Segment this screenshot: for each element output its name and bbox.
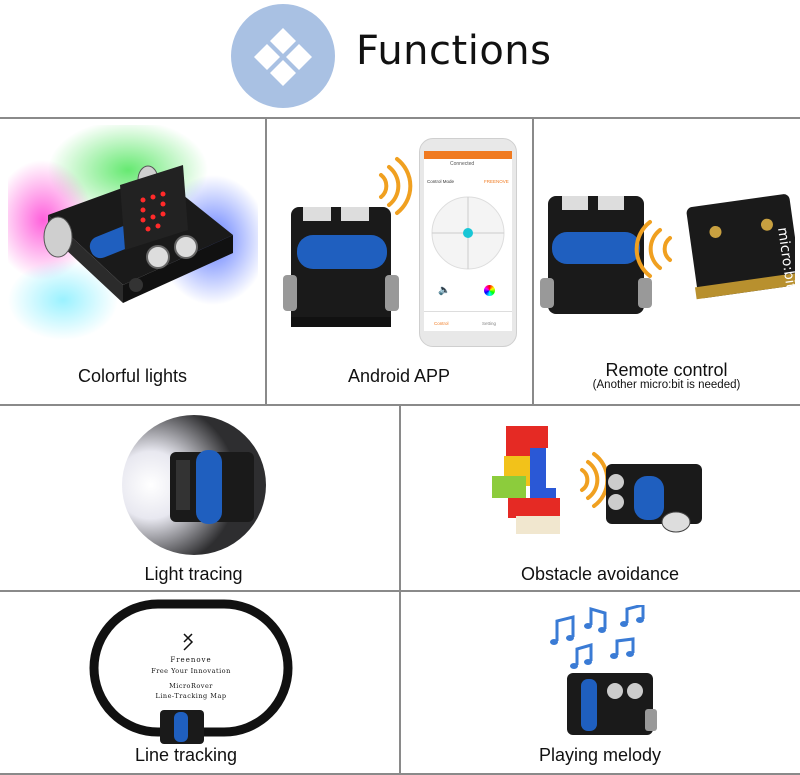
divider: [265, 118, 267, 405]
map-slogan: Free Your Innovation: [151, 667, 231, 675]
signal-wave-icon: [580, 452, 610, 508]
robot-light-tracing-image: [122, 415, 266, 555]
phone-mockup: Connected FREENOVE Control Mode 🔈 Contro…: [419, 138, 517, 347]
cell-label: Line tracking: [134, 745, 238, 765]
robot-remote-control-image: micro:bit: [540, 194, 795, 314]
music-notes-icon: [555, 605, 645, 665]
divider: [532, 118, 534, 405]
map-title-2: Line-Tracking Map: [155, 692, 227, 700]
divider: [399, 405, 401, 775]
joystick-control[interactable]: [430, 195, 506, 271]
cell-label: Obstacle avoidance: [520, 564, 680, 584]
tab-setting[interactable]: Setting: [482, 321, 497, 326]
speaker-icon[interactable]: 🔈: [438, 285, 451, 296]
cell-label: Light tracing: [144, 564, 243, 584]
cell-label: Android APP: [347, 366, 451, 386]
signal-wave-icon: [634, 220, 672, 278]
robot-playing-melody-image: [550, 605, 657, 735]
map-title-1: MicroRover: [169, 682, 213, 690]
cell-sublabel: (Another micro:bit is needed): [592, 379, 741, 391]
color-wheel-icon[interactable]: [484, 285, 495, 296]
freenove-logo-icon: [183, 633, 194, 651]
lego-obstacle-image: [492, 426, 702, 534]
cell-label: Colorful lights: [77, 366, 188, 386]
line-tracking-map-image: [89, 599, 293, 744]
header: Functions: [0, 0, 800, 118]
page-title: Functions: [356, 28, 552, 74]
phone-status: Connected: [450, 161, 475, 167]
map-brand: Freenove: [170, 656, 212, 664]
phone-mode: Control Mode: [427, 179, 455, 184]
robot-colorful-lights-image: [8, 125, 258, 340]
cell-label: Remote control: [605, 360, 728, 380]
cell-label: Playing melody: [538, 745, 662, 765]
wifi-wave-icon: [379, 157, 413, 215]
robot-android-app-image: [283, 157, 413, 327]
divider: [0, 117, 800, 119]
four-diamonds-icon: [231, 4, 335, 108]
phone-brand: FREENOVE: [484, 179, 509, 184]
tab-control[interactable]: Control: [434, 321, 449, 326]
